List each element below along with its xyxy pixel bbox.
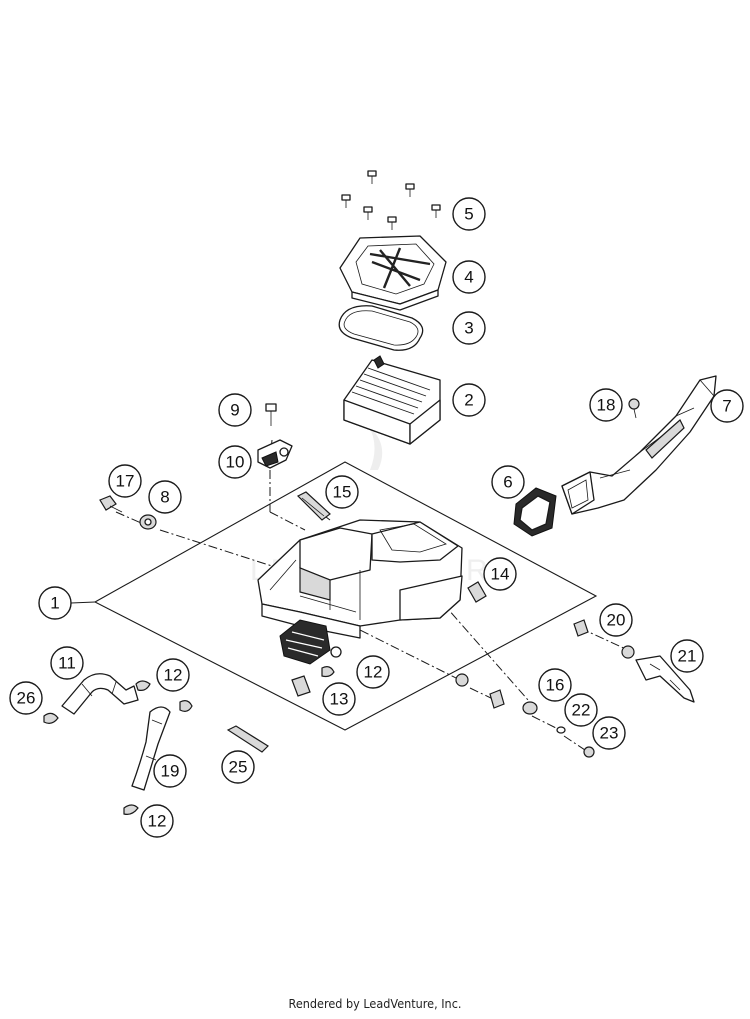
svg-text:12: 12 [164, 666, 183, 685]
svg-text:19: 19 [161, 762, 180, 781]
cap-part-15 [296, 491, 331, 521]
svg-text:9: 9 [230, 401, 239, 420]
assembly-frame [93, 461, 598, 731]
bolt-part-20 [573, 619, 589, 637]
footer-credit: Rendered by LeadVenture, Inc. [288, 996, 462, 1011]
callout-19[interactable]: 19 [153, 754, 187, 788]
svg-text:12: 12 [364, 663, 383, 682]
svg-text:5: 5 [464, 205, 473, 224]
callout-14[interactable]: 14 [483, 557, 517, 591]
svg-text:23: 23 [600, 724, 619, 743]
callout-23[interactable]: 23 [592, 716, 626, 750]
bolt-part-9 [265, 403, 277, 426]
svg-text:11: 11 [58, 654, 76, 673]
svg-text:16: 16 [546, 676, 565, 695]
svg-text:21: 21 [678, 647, 697, 666]
clamp-part-12-c [321, 666, 335, 678]
svg-text:20: 20 [607, 611, 626, 630]
callout-4[interactable]: 4 [452, 260, 486, 294]
callout-15[interactable]: 15 [325, 475, 359, 509]
bracket-part-21 [621, 645, 695, 703]
callout-10[interactable]: 10 [218, 445, 252, 479]
svg-text:13: 13 [330, 690, 349, 709]
svg-text:10: 10 [226, 453, 245, 472]
svg-text:17: 17 [116, 472, 135, 491]
bolt-part-17 [99, 495, 123, 513]
callout-16[interactable]: 16 [538, 668, 572, 702]
callout-2[interactable]: 2 [452, 383, 486, 417]
callout-21[interactable]: 21 [670, 639, 704, 673]
callout-3[interactable]: 3 [452, 311, 486, 345]
clamp-part-26 [43, 712, 59, 724]
air-filter-part-2 [343, 355, 441, 445]
svg-text:1: 1 [50, 594, 59, 613]
svg-text:15: 15 [333, 483, 352, 502]
svg-text:7: 7 [722, 397, 731, 416]
intake-snorkel-part-7 [561, 375, 717, 515]
callout-17[interactable]: 17 [108, 464, 142, 498]
screw-part-18 [628, 398, 640, 419]
callout-9[interactable]: 9 [218, 393, 252, 427]
washer-part-22 [556, 726, 566, 734]
callout-1[interactable]: 1 [38, 586, 72, 620]
callout-20[interactable]: 20 [599, 603, 633, 637]
bushing-part-16 [522, 701, 538, 715]
svg-text:8: 8 [160, 488, 169, 507]
sensor-part-10 [257, 439, 293, 469]
callout-6[interactable]: 6 [491, 465, 525, 499]
svg-text:25: 25 [229, 758, 248, 777]
clamp-part-12-d [123, 804, 139, 815]
svg-text:6: 6 [503, 473, 512, 492]
hose-part-11 [61, 673, 139, 715]
callout-26[interactable]: 26 [9, 681, 43, 715]
svg-text:26: 26 [17, 689, 36, 708]
clamp-part-12-b [179, 700, 193, 712]
svg-text:4: 4 [464, 268, 473, 287]
callout-7[interactable]: 7 [710, 389, 744, 423]
callout-13[interactable]: 13 [322, 682, 356, 716]
svg-text:14: 14 [491, 565, 510, 584]
clamp-part-12-a [135, 680, 151, 691]
screw-lower-housing [455, 673, 505, 709]
bushing-part-8 [139, 514, 157, 530]
callout-12[interactable]: 12 [156, 658, 190, 692]
callout-12[interactable]: 12 [140, 804, 174, 838]
callout-18[interactable]: 18 [589, 388, 623, 422]
callout-12[interactable]: 12 [356, 655, 390, 689]
callout-5[interactable]: 5 [452, 197, 486, 231]
callout-11[interactable]: 11 [50, 646, 84, 680]
callout-8[interactable]: 8 [148, 480, 182, 514]
intake-flange-part-6 [513, 487, 557, 537]
svg-text:18: 18 [597, 396, 616, 415]
gasket-part-3 [338, 305, 424, 351]
hose-part-19 [131, 706, 171, 791]
airbox-housing-part-1 [257, 519, 463, 665]
callout-22[interactable]: 22 [564, 693, 598, 727]
tie-strip-part-25 [226, 725, 269, 753]
callout-25[interactable]: 25 [221, 750, 255, 784]
nut-part-23 [583, 746, 595, 758]
filter-cover-part-4 [339, 235, 447, 311]
svg-text:12: 12 [148, 812, 167, 831]
svg-text:22: 22 [572, 701, 591, 720]
svg-text:3: 3 [464, 319, 473, 338]
svg-text:2: 2 [464, 391, 473, 410]
grommet-part-13 [291, 675, 311, 697]
clip-part-14 [467, 581, 487, 603]
screw-set-part-5 [341, 170, 441, 230]
